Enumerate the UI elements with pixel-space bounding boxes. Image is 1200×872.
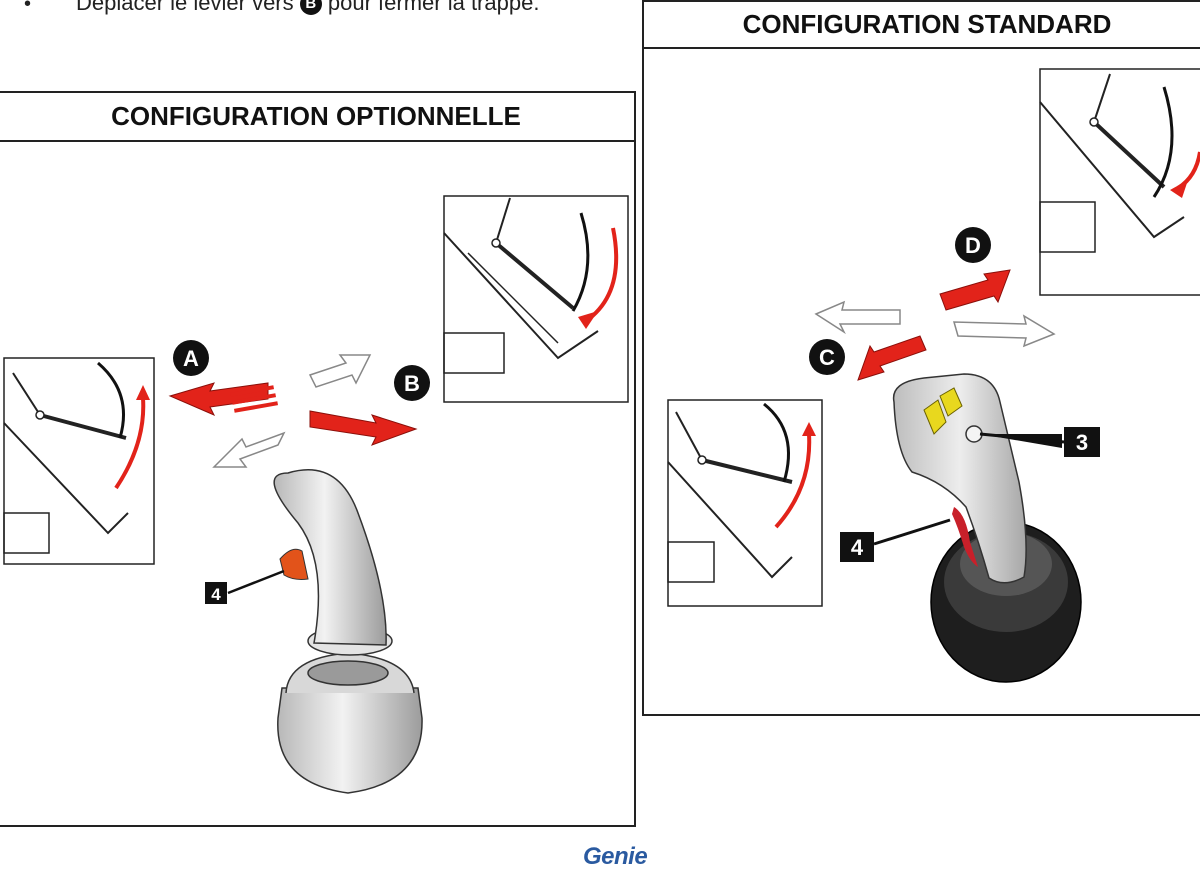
callout-three: 3 [979, 427, 1100, 457]
optional-configuration-panel: CONFIGURATION OPTIONNELLE [0, 91, 636, 827]
callout-four-standard-label: 4 [851, 535, 864, 560]
optional-configuration-illustration: A B 4 [3, 195, 629, 794]
callout-a-label: A [183, 346, 199, 371]
bullet-point: • [24, 0, 32, 15]
callout-d-label: D [965, 233, 981, 258]
instruction-line: • Déplacer le levier vers B pour fermer l… [24, 0, 539, 21]
standard-panel-title: CONFIGURATION STANDARD [644, 2, 1200, 49]
joystick-standard [892, 373, 1082, 683]
direction-arrows-standard [814, 269, 1056, 381]
hatch-open-inset-standard [667, 399, 823, 607]
callout-d: D [955, 227, 991, 263]
callout-b-label: B [404, 371, 420, 396]
instruction-text-before: Déplacer le levier vers [76, 0, 294, 15]
direction-arrows-optional [168, 354, 418, 468]
callout-a: A [173, 340, 209, 376]
callout-three-label: 3 [1076, 430, 1088, 455]
instruction-text-after: pour fermer la trappe. [327, 0, 540, 15]
optional-panel-title: CONFIGURATION OPTIONNELLE [0, 93, 634, 142]
hatch-open-inset [3, 357, 155, 565]
joystick-optional [273, 469, 423, 794]
instruction-marker: B [299, 0, 322, 16]
callout-four-standard: 4 [840, 518, 951, 562]
hatch-closed-inset-standard [1039, 68, 1200, 296]
hatch-closed-inset [443, 195, 629, 403]
callout-c: C [809, 339, 845, 375]
callout-four-optional-label: 4 [211, 585, 221, 604]
callout-four-optional: 4 [205, 569, 285, 604]
callout-c-label: C [819, 345, 835, 370]
callout-b: B [394, 365, 430, 401]
standard-configuration-illustration: C D 3 4 [667, 68, 1200, 683]
genie-logo-text: Genie [583, 843, 648, 870]
standard-configuration-panel: CONFIGURATION STANDARD [642, 0, 1200, 716]
genie-logo: Genie [583, 843, 648, 871]
